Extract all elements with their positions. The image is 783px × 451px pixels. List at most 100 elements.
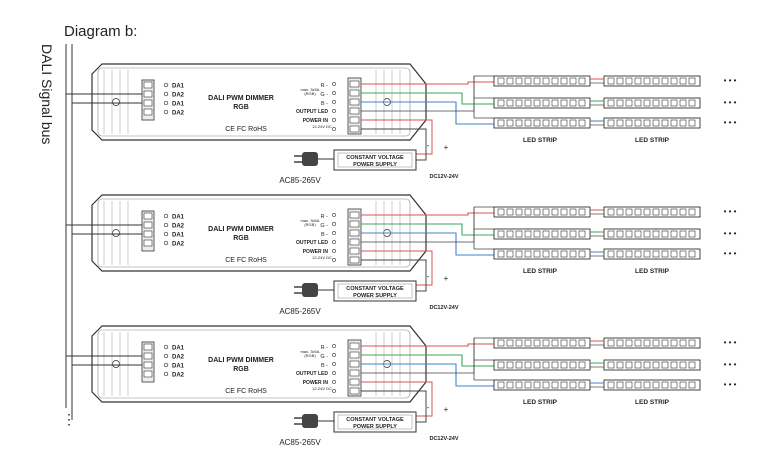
led-chip (560, 119, 568, 127)
terminal-dot (332, 362, 336, 366)
led-chip (542, 99, 550, 107)
led-chip (497, 250, 505, 258)
power-range-label: 12-24V DC (312, 124, 332, 129)
terminal-dot (163, 371, 169, 377)
led-chip (497, 339, 505, 347)
led-chip (560, 208, 568, 216)
led-chip (524, 119, 532, 127)
terminal-screw (143, 361, 153, 369)
led-chip (670, 208, 678, 216)
blue-wire (361, 232, 494, 256)
controller-model: RGB (233, 104, 249, 111)
terminal-dot (163, 91, 169, 97)
terminal-screw (349, 211, 360, 219)
terminal-screw (349, 116, 360, 124)
led-chip (625, 339, 633, 347)
terminal-dot (332, 91, 336, 95)
input-label: DA2 (172, 224, 185, 230)
led-chip (679, 361, 687, 369)
output-g-label: G - (320, 92, 328, 98)
green-wire (361, 92, 494, 105)
terminal-dot (163, 362, 169, 368)
led-strip (493, 117, 591, 129)
pole-plus: + (444, 405, 449, 414)
led-chip (652, 99, 660, 107)
led-chip (542, 119, 550, 127)
led-strip (493, 75, 591, 87)
led-chip (616, 119, 624, 127)
led-chip (652, 119, 660, 127)
led-chip (679, 381, 687, 389)
strip-ellipsis: • • • (724, 118, 737, 127)
power-minus-wire (361, 259, 427, 292)
led-chip (533, 99, 541, 107)
led-chip (607, 361, 615, 369)
led-chip (533, 381, 541, 389)
controller-model: RGB (233, 235, 249, 242)
terminal-screw (349, 351, 360, 359)
led-chip (625, 230, 633, 238)
psu-title: CONSTANT VOLTAGE (346, 286, 404, 292)
led-chip (578, 250, 586, 258)
pole-plus: + (444, 274, 449, 283)
terminal-dot (332, 353, 336, 357)
led-chip (652, 208, 660, 216)
led-chip (506, 208, 514, 216)
terminal-screw (349, 378, 360, 386)
led-chip (506, 361, 514, 369)
led-chip (688, 77, 696, 85)
power-plus-wire (361, 381, 433, 417)
mount-hole (112, 360, 120, 368)
psu-title: CONSTANT VOLTAGE (346, 417, 404, 423)
led-chip (515, 230, 523, 238)
input-label: DA1 (172, 364, 185, 370)
power-supply-panel (337, 152, 413, 168)
terminal-screw (349, 229, 360, 237)
terminal-dot (332, 127, 336, 131)
input-label: DA2 (172, 93, 185, 99)
led-chip (524, 250, 532, 258)
led-chip (607, 99, 615, 107)
led-chip (661, 381, 669, 389)
mount-hole (112, 98, 120, 106)
led-strip-label: LED STRIP (635, 399, 670, 406)
strip-ellipsis: • • • (724, 76, 737, 85)
pole-minus: - (427, 272, 430, 281)
led-chip (533, 77, 541, 85)
terminal-dot (332, 389, 336, 393)
led-strip (493, 379, 591, 391)
led-strip (603, 359, 701, 371)
led-strip (603, 337, 701, 349)
terminal-screw (349, 89, 360, 97)
led-strip (493, 248, 591, 260)
power-supply-box (333, 280, 417, 302)
led-strip (603, 206, 701, 218)
led-chip (634, 119, 642, 127)
led-chip (524, 99, 532, 107)
output-g-label: G - (320, 223, 328, 229)
ac-label: AC85-265V (279, 307, 321, 316)
terminal-screw (349, 80, 360, 88)
led-chip (688, 230, 696, 238)
led-chip (497, 230, 505, 238)
power-supply-panel (337, 414, 413, 430)
strip-ellipsis: • • • (724, 360, 737, 369)
led-chip (533, 339, 541, 347)
led-chip (652, 230, 660, 238)
terminal-screw (349, 369, 360, 377)
blue-wire (361, 363, 494, 387)
rating-label: max. 3x5A (301, 349, 320, 354)
terminal-dot (163, 353, 169, 359)
led-chip (551, 77, 559, 85)
led-chip (524, 230, 532, 238)
led-chip (607, 230, 615, 238)
led-chip (497, 99, 505, 107)
terminal-dot (332, 109, 336, 113)
strip-ellipsis: • • • (724, 249, 737, 258)
terminal-dot (332, 344, 336, 348)
led-chip (515, 208, 523, 216)
terminal-dot (332, 222, 336, 226)
input-label: DA1 (172, 346, 185, 352)
bus-label: DALI Signal bus (39, 44, 55, 144)
led-chip (569, 77, 577, 85)
